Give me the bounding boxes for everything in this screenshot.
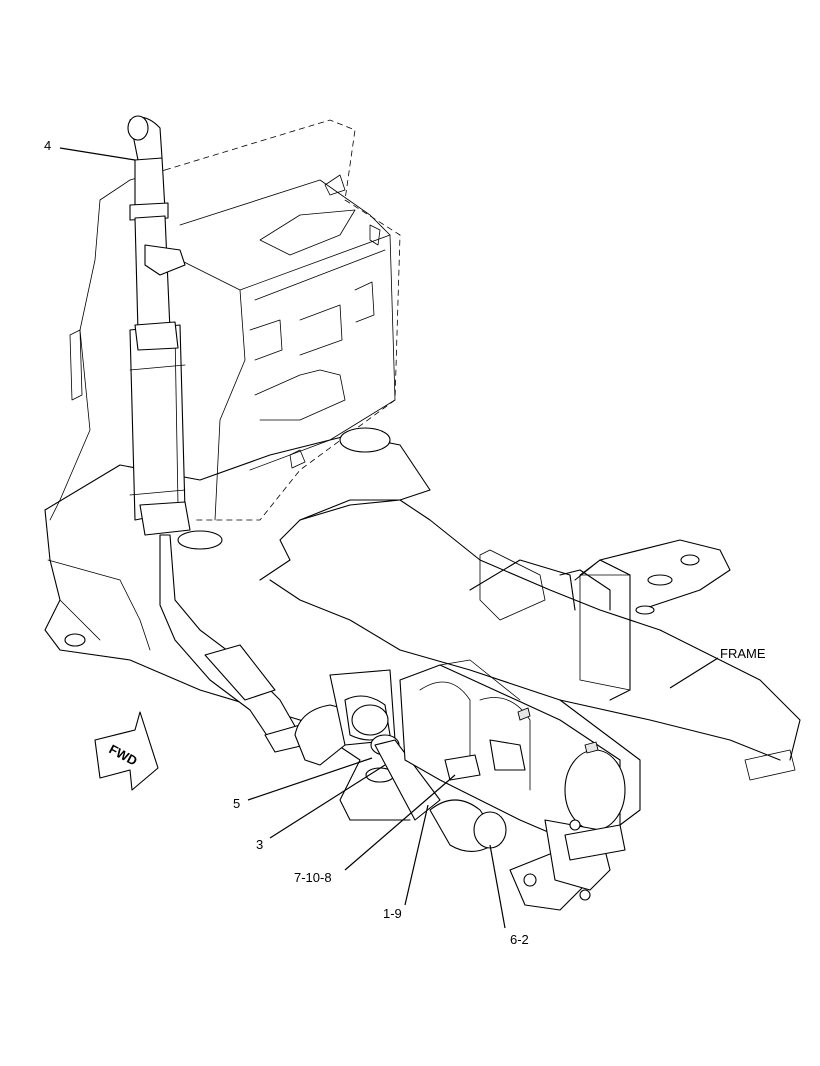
callout-6-2: 6-2: [510, 932, 529, 947]
callout-1-9: 1-9: [383, 906, 402, 921]
exhaust-pipe: [159, 534, 361, 766]
frame-label: FRAME: [720, 646, 766, 661]
leader-1-9: [404, 804, 429, 906]
callout-labels: 4 5 3 7-10-8 1-9 6-2 FRAME: [44, 138, 766, 947]
leader-lines: [59, 147, 719, 929]
leader-6-2: [489, 844, 506, 929]
elbow-clamp-assembly: [329, 669, 441, 821]
aftertreatment-module: [399, 659, 626, 911]
exhaust-stack: [127, 115, 186, 333]
forward-direction-arrow: FWD: [94, 711, 159, 791]
chassis-frame: [44, 427, 801, 841]
leader-5: [247, 757, 373, 801]
callout-3: 3: [256, 837, 263, 852]
leader-7-10-8: [344, 774, 456, 871]
leader-frame: [669, 657, 719, 689]
muffler: [129, 321, 191, 536]
callout-7-10-8: 7-10-8: [294, 870, 332, 885]
leader-3: [269, 764, 386, 839]
leader-4: [59, 147, 136, 161]
callout-5: 5: [233, 796, 240, 811]
engine-housing: [49, 119, 401, 521]
callout-4: 4: [44, 138, 51, 153]
